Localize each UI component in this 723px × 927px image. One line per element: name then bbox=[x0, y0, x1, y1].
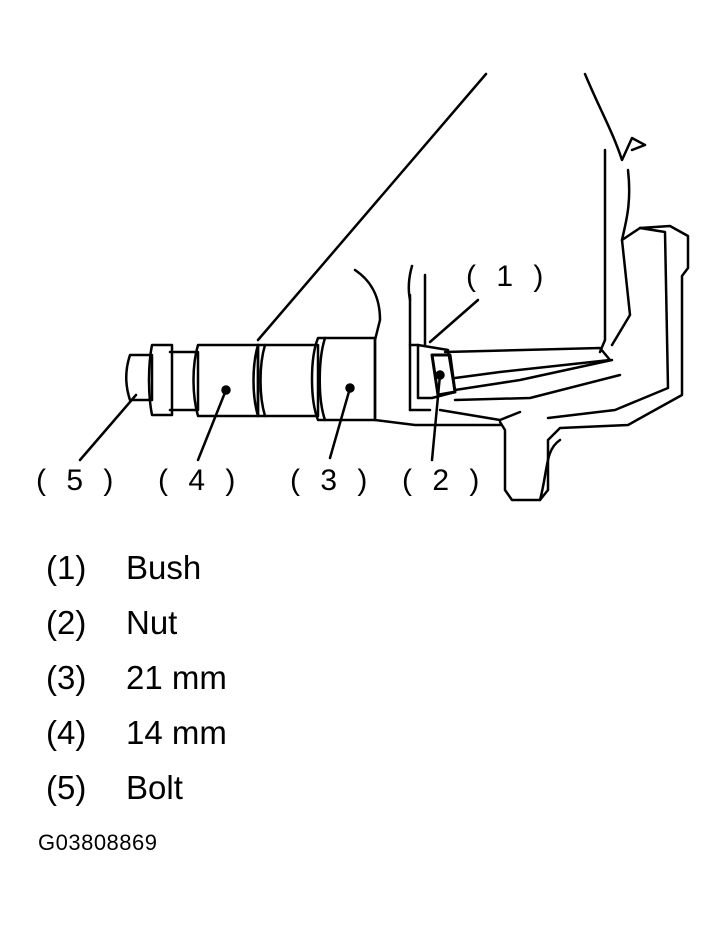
frame-inner-shoulder bbox=[620, 226, 642, 242]
socket-14mm bbox=[192, 343, 260, 418]
callout-label-3: ( 3 ) bbox=[290, 464, 374, 497]
bracket-outline-upper bbox=[583, 72, 647, 162]
callout-label-4: ( 4 ) bbox=[158, 464, 242, 497]
callout-label-2: ( 2 ) bbox=[402, 464, 486, 497]
bolt-shank bbox=[125, 353, 154, 402]
leader-line-3 bbox=[328, 386, 352, 460]
plate-lower bbox=[453, 373, 622, 402]
legend-number: (3) bbox=[46, 659, 87, 696]
figure-id: G03808869 bbox=[38, 830, 158, 855]
plate-bottom bbox=[438, 408, 522, 422]
socket-21mm-edge bbox=[318, 336, 327, 422]
legend-text: Nut bbox=[126, 604, 178, 641]
socket-14mm-step bbox=[168, 350, 200, 412]
legend-text: Bush bbox=[126, 549, 202, 586]
bracket-outline-inner bbox=[610, 168, 632, 347]
callout-label-1: ( 1 ) bbox=[466, 260, 550, 293]
legend-text: Bolt bbox=[126, 769, 183, 806]
legend-text: 21 mm bbox=[126, 659, 227, 696]
legend-number: (5) bbox=[46, 769, 87, 806]
frame-curve-lower bbox=[538, 438, 562, 502]
plate-upper bbox=[443, 346, 612, 380]
frame-member-inner bbox=[546, 226, 670, 420]
shaft-sleeve bbox=[256, 343, 320, 418]
legend-number: (2) bbox=[46, 604, 87, 641]
frame-member bbox=[498, 224, 690, 502]
shaft-ring-a bbox=[252, 343, 260, 418]
legend-text: 14 mm bbox=[126, 714, 227, 751]
socket-21mm bbox=[310, 336, 377, 422]
leader-line-5 bbox=[78, 393, 138, 462]
leader-line-2 bbox=[430, 373, 442, 462]
plate-middle bbox=[453, 358, 614, 392]
nut-body bbox=[430, 353, 457, 397]
shaft-ring-b bbox=[259, 343, 267, 418]
leader-line-1 bbox=[428, 298, 480, 344]
bracket-outline-side bbox=[598, 148, 607, 354]
leader-line-4 bbox=[196, 388, 228, 462]
callout-label-5: ( 5 ) bbox=[36, 464, 120, 497]
arm-outline-diagonal bbox=[256, 72, 488, 342]
legend-number: (1) bbox=[46, 549, 87, 586]
legend-number: (4) bbox=[46, 714, 87, 751]
